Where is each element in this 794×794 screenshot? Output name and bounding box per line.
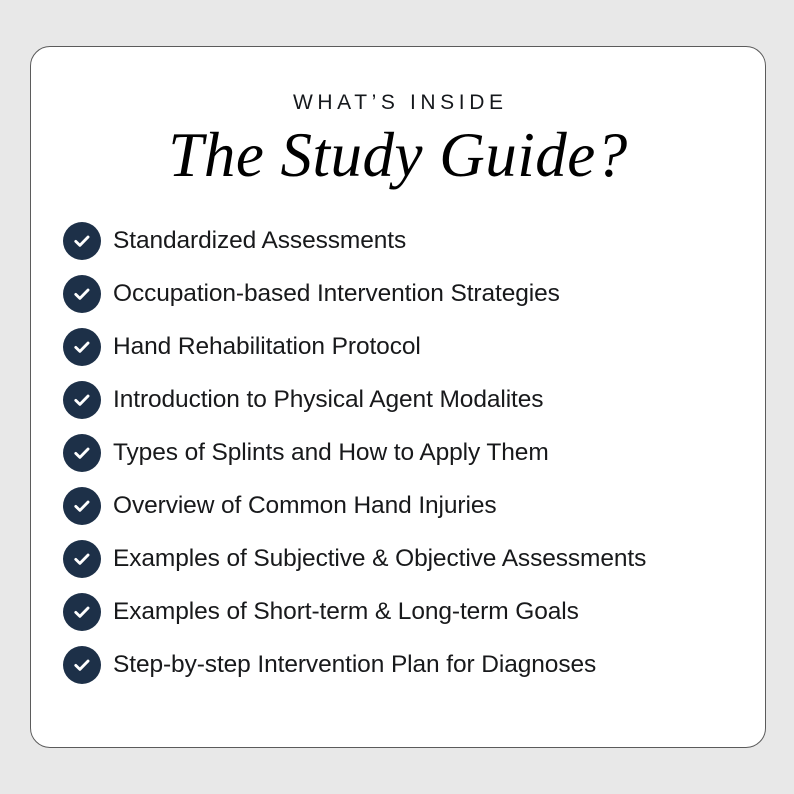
- check-circle-icon: [63, 274, 101, 313]
- features-list: Standardized Assessments Occupation-base…: [63, 214, 747, 691]
- list-item-label: Standardized Assessments: [113, 226, 407, 254]
- eyebrow-heading: WHAT’S INSIDE: [293, 91, 508, 114]
- page-title: The Study Guide?: [168, 120, 628, 190]
- list-item-label: Overview of Common Hand Injuries: [113, 491, 497, 519]
- check-circle-icon: [63, 327, 101, 366]
- list-item-label: Types of Splints and How to Apply Them: [113, 438, 549, 466]
- list-item: Hand Rehabilitation Protocol: [63, 320, 747, 373]
- list-item: Standardized Assessments: [63, 214, 747, 267]
- check-circle-icon: [63, 592, 101, 631]
- list-item-label: Introduction to Physical Agent Modalites: [113, 385, 544, 413]
- list-item: Types of Splints and How to Apply Them: [63, 426, 747, 479]
- list-item: Step-by-step Intervention Plan for Diagn…: [63, 638, 747, 691]
- check-circle-icon: [63, 539, 101, 578]
- list-item: Overview of Common Hand Injuries: [63, 479, 747, 532]
- check-circle-icon: [63, 380, 101, 419]
- list-item-label: Occupation-based Intervention Strategies: [113, 279, 560, 307]
- check-circle-icon: [63, 645, 101, 684]
- check-circle-icon: [63, 433, 101, 472]
- list-item-label: Step-by-step Intervention Plan for Diagn…: [113, 650, 597, 678]
- check-circle-icon: [63, 486, 101, 525]
- study-guide-card: WHAT’S INSIDE The Study Guide? Standardi…: [30, 46, 766, 748]
- list-item-label: Hand Rehabilitation Protocol: [113, 332, 421, 360]
- list-item: Examples of Short-term & Long-term Goals: [63, 585, 747, 638]
- list-item-label: Examples of Short-term & Long-term Goals: [113, 597, 579, 625]
- list-item: Examples of Subjective & Objective Asses…: [63, 532, 747, 585]
- list-item-label: Examples of Subjective & Objective Asses…: [113, 544, 647, 572]
- list-item: Introduction to Physical Agent Modalites: [63, 373, 747, 426]
- check-circle-icon: [63, 221, 101, 260]
- list-item: Occupation-based Intervention Strategies: [63, 267, 747, 320]
